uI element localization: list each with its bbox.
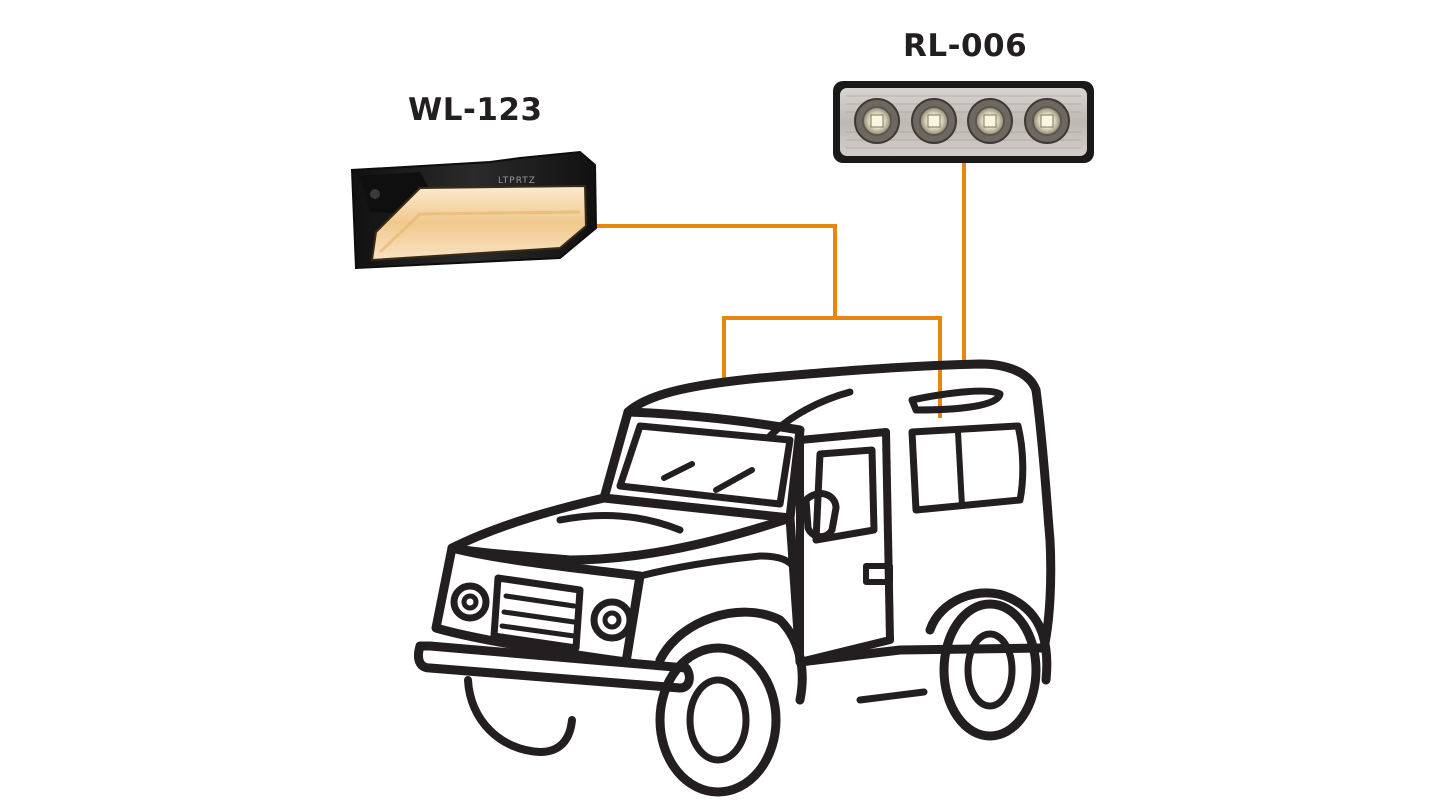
- led-2: [911, 98, 957, 144]
- vehicle-door: [796, 428, 894, 666]
- vehicle-front-wheel: [655, 643, 781, 797]
- vehicle-front-wheel-arch: [655, 607, 807, 705]
- vehicle-windshield: [616, 422, 794, 508]
- vehicle-bumper: [413, 641, 694, 693]
- vehicle-headlight-left: [450, 582, 490, 622]
- vehicle-headlight-right: [590, 598, 634, 642]
- led-3: [967, 98, 1013, 144]
- vehicle-rear-left-wheel: [464, 676, 576, 756]
- vehicle-rear-wheel: [939, 599, 1041, 741]
- vehicle-rear-body: [1031, 385, 1056, 653]
- vehicle-side-mirror: [802, 490, 840, 540]
- rl-006-led-row: [854, 98, 1070, 144]
- led-4: [1024, 98, 1070, 144]
- wl-123-label: WL-123: [408, 92, 543, 128]
- vehicle-windshield-frame: [599, 407, 805, 523]
- vehicle-bonnet: [447, 493, 795, 565]
- vehicle-door-window: [812, 446, 878, 544]
- vehicle-rear-wheel-arch: [925, 588, 1052, 685]
- vehicle-illustration: [413, 359, 1056, 797]
- vehicle-roof: [623, 359, 1041, 417]
- led-1: [854, 98, 900, 144]
- wl-123-brand-mark: LTPRTZ: [498, 176, 536, 186]
- wl-123-connector: [572, 224, 837, 318]
- wl-123-lamp-image: LTPRTZ: [350, 150, 598, 270]
- vehicle-roof-window: [908, 387, 1004, 414]
- vehicle-grille: [490, 574, 584, 652]
- vehicle-rear-window: [908, 422, 1027, 514]
- rl-006-lamp-image: [833, 81, 1094, 163]
- rl-006-label: RL-006: [903, 28, 1028, 64]
